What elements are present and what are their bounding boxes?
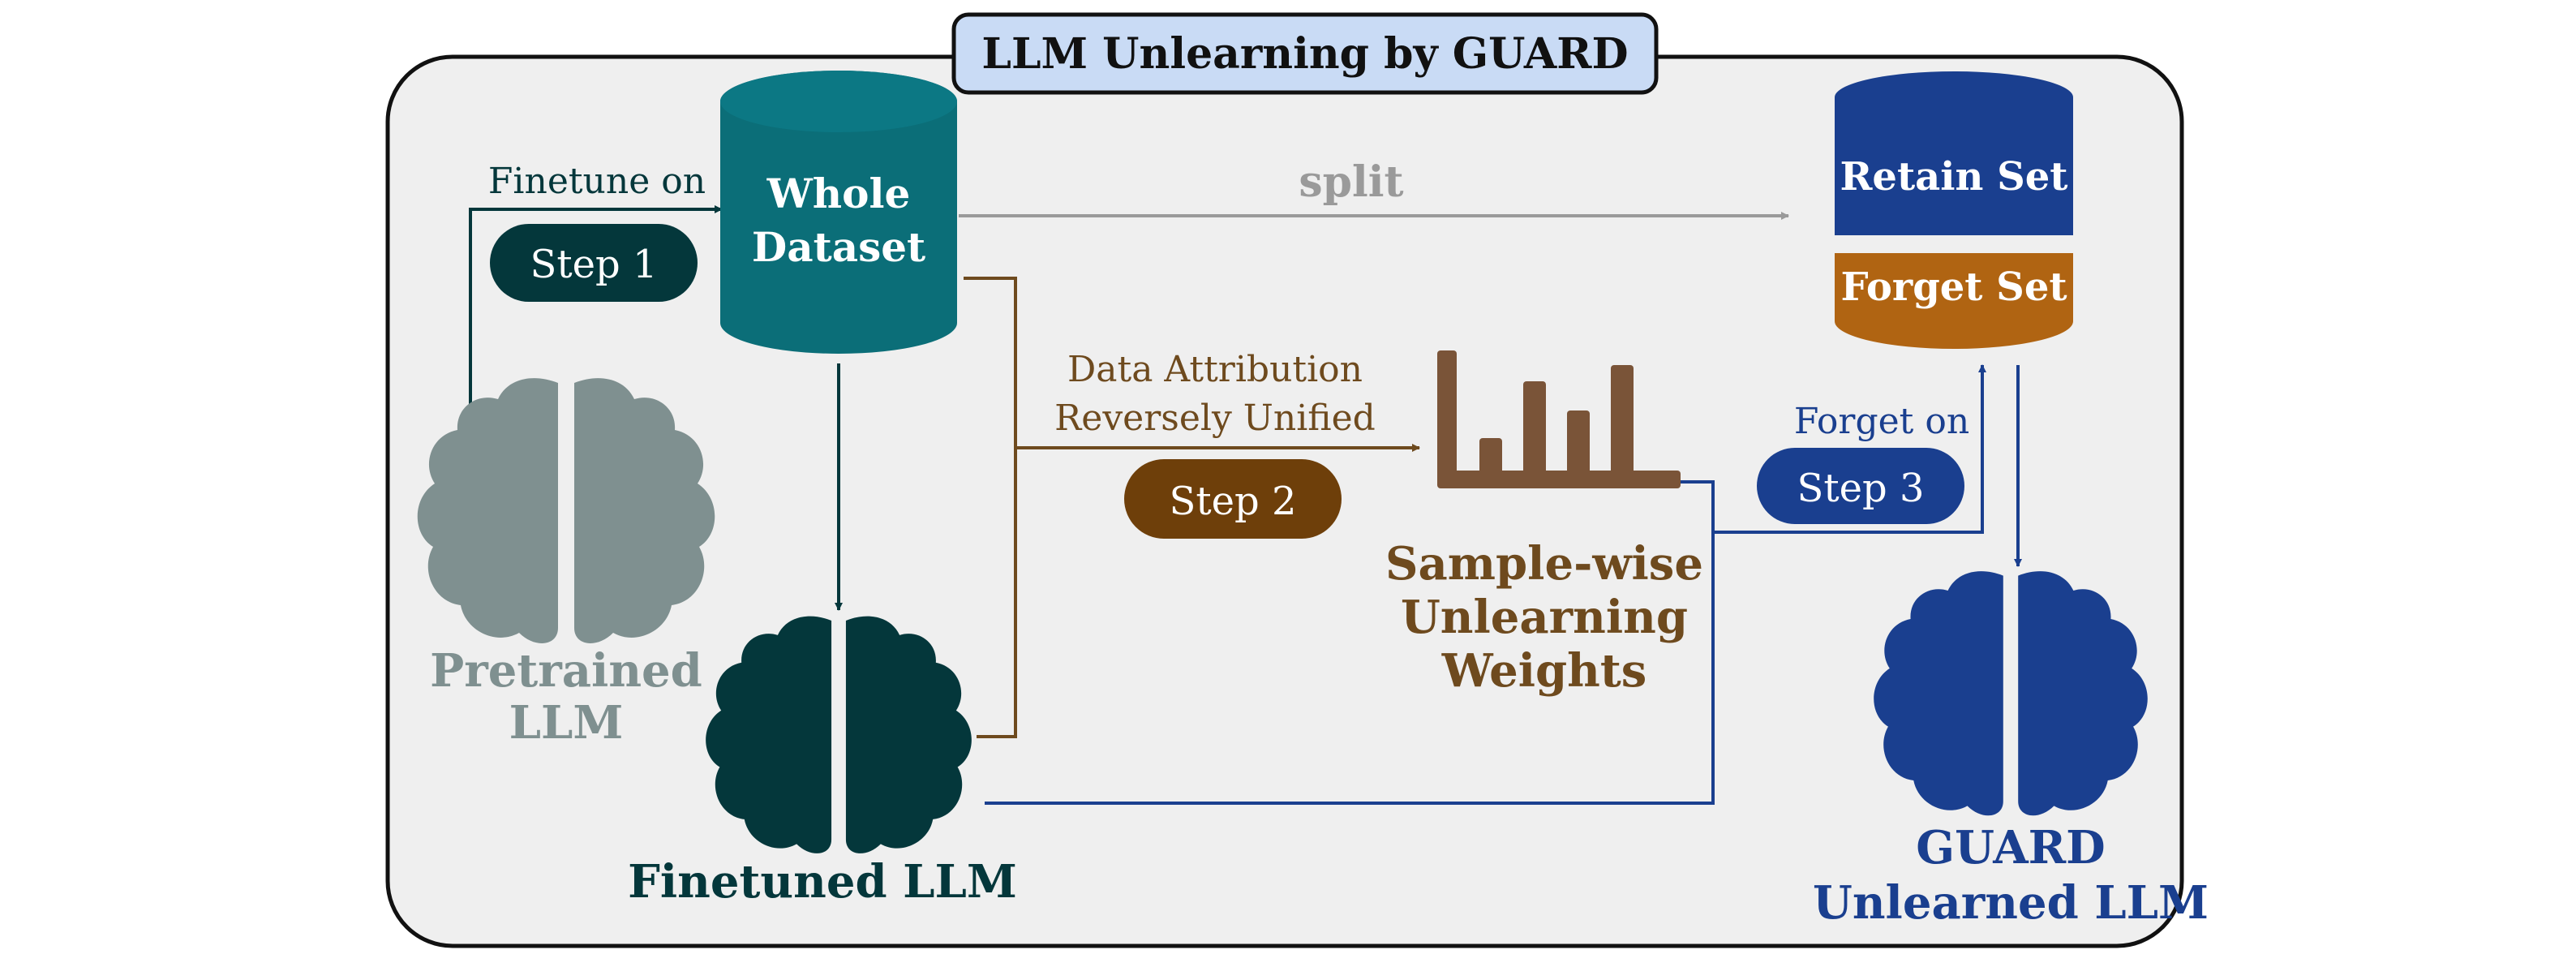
guard-label-line1: GUARD: [1916, 821, 2106, 875]
whole-dataset-node: Whole Dataset: [720, 71, 957, 354]
guard-label-line2: Unlearned LLM: [1813, 876, 2209, 930]
step3-pill: Step 3: [1757, 448, 1964, 524]
finetuned-label: Finetuned LLM: [628, 855, 1017, 909]
attribution-label-line1: Data Attribution: [1067, 349, 1363, 390]
bar-chart-icon: [1437, 350, 1681, 488]
retain-set-label: Retain Set: [1840, 154, 2068, 200]
retain-forget-node: Retain Set Forget Set: [1835, 71, 2073, 349]
finetune-on-label: Finetune on: [488, 161, 706, 202]
step2-label: Step 2: [1169, 479, 1296, 524]
forget-set-segment: [1835, 253, 2073, 349]
retain-set-segment: [1835, 71, 2073, 235]
step3-label: Step 3: [1797, 466, 1924, 511]
forget-on-label: Forget on: [1794, 401, 1969, 442]
weights-label-line3: Weights: [1441, 644, 1647, 698]
finetuned-llm-node: Finetuned LLM: [628, 616, 1017, 909]
title-box: LLM Unlearning by GUARD: [951, 12, 1659, 95]
edge-finetune: [469, 205, 723, 406]
pretrained-llm-node: Pretrained LLM: [417, 378, 715, 750]
step1-label: Step 1: [530, 242, 657, 287]
step1-pill: Step 1: [490, 224, 698, 302]
pretrained-label-line2: LLM: [509, 696, 624, 750]
whole-dataset-label-line1: Whole: [766, 170, 911, 217]
attribution-label-line2: Reversely Unified: [1054, 398, 1376, 439]
diagram-title: LLM Unlearning by GUARD: [981, 29, 1628, 79]
weights-label-line2: Unlearning: [1401, 591, 1688, 644]
edge-finetuned-bottom: [985, 480, 1715, 805]
guard-llm-node: GUARD Unlearned LLM: [1813, 571, 2209, 930]
pretrained-label-line1: Pretrained: [430, 644, 702, 698]
weights-label-line1: Sample-wise: [1385, 537, 1703, 591]
split-label: split: [1299, 157, 1403, 207]
step2-pill: Step 2: [1124, 459, 1342, 539]
database-cylinder-icon: [720, 71, 957, 354]
weights-node: Sample-wise Unlearning Weights: [1385, 350, 1703, 698]
edge-attribution-bracket: [964, 277, 1017, 738]
database-cylinder-top: [720, 71, 957, 132]
whole-dataset-label-line2: Dataset: [752, 223, 925, 271]
forget-set-label: Forget Set: [1840, 264, 2067, 310]
edge-forget-on: [1713, 364, 1986, 534]
